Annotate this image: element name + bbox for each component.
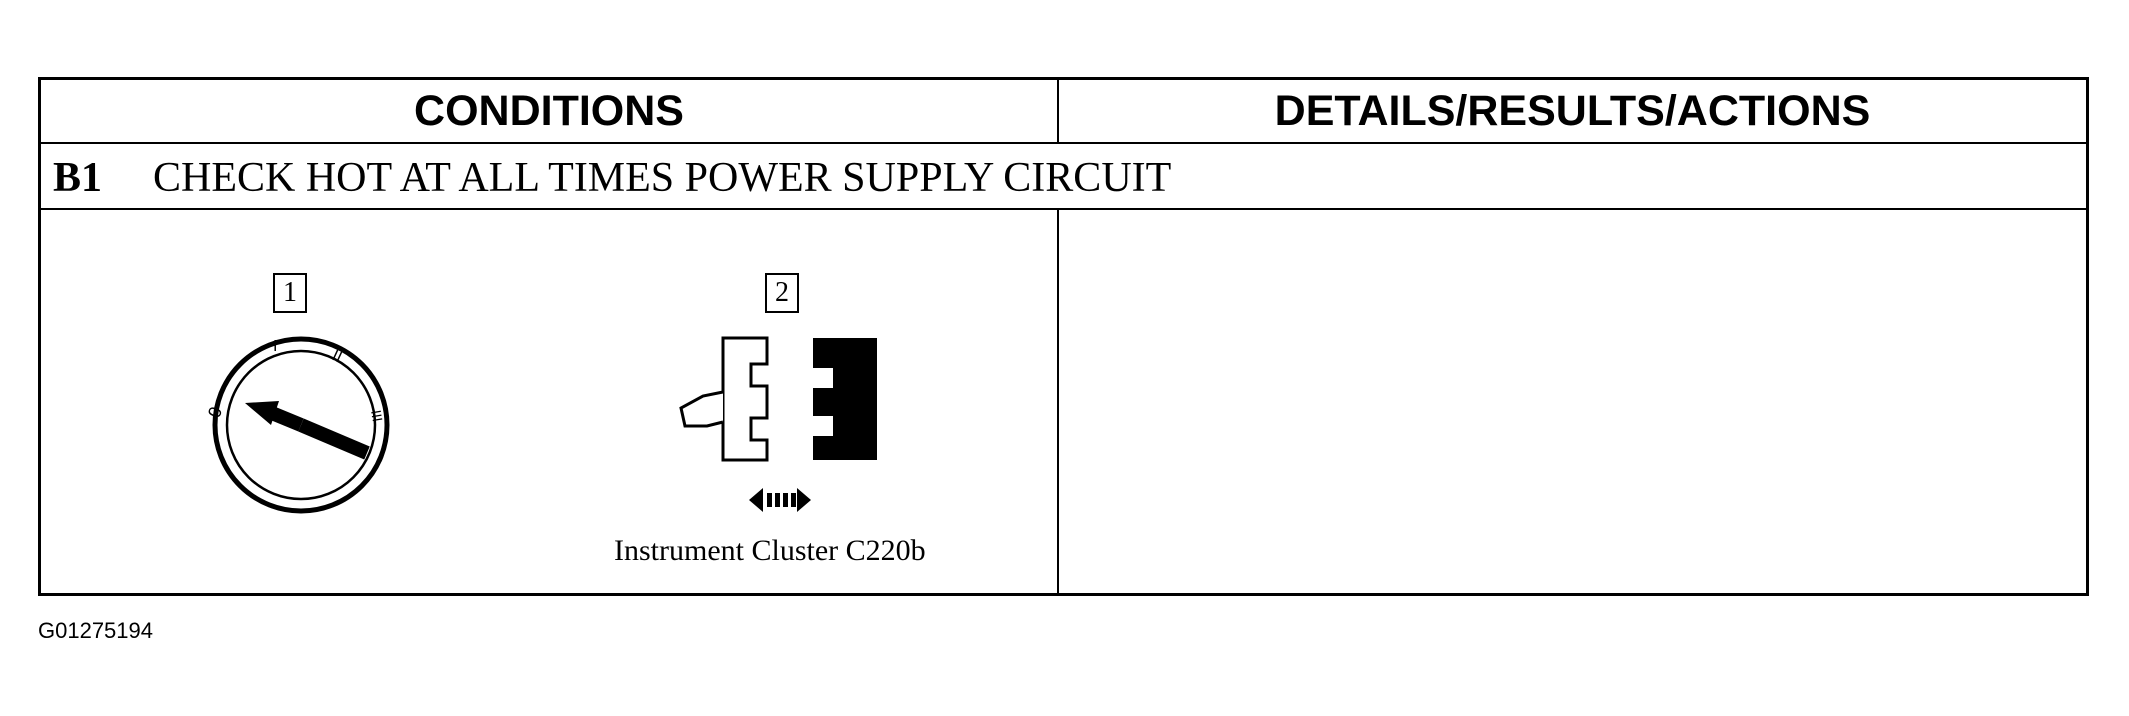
connector-icon [679, 336, 877, 512]
step-title: CHECK HOT AT ALL TIMES POWER SUPPLY CIRC… [153, 155, 1172, 201]
step-id: B1 [53, 155, 103, 201]
column-divider [1057, 210, 1059, 593]
ignition-switch-icon: 0 I II III [204, 336, 390, 514]
step-body: 1 0 I II III 2 [41, 210, 2086, 593]
details-header: DETAILS/RESULTS/ACTIONS [1057, 80, 2086, 142]
table-header-row: CONDITIONS DETAILS/RESULTS/ACTIONS [41, 80, 2086, 144]
switch-label-3: III [368, 409, 386, 423]
conditions-header: CONDITIONS [414, 86, 684, 135]
callout-2: 2 [765, 273, 799, 313]
connector-caption: Instrument Cluster C220b [614, 534, 926, 567]
step-row: B1 CHECK HOT AT ALL TIMES POWER SUPPLY C… [41, 144, 2086, 210]
callout-1: 1 [273, 273, 307, 313]
switch-label-1: I [273, 338, 277, 355]
figure-code: G01275194 [38, 618, 153, 643]
diagnostic-table: CONDITIONS DETAILS/RESULTS/ACTIONS B1 CH… [38, 77, 2089, 596]
